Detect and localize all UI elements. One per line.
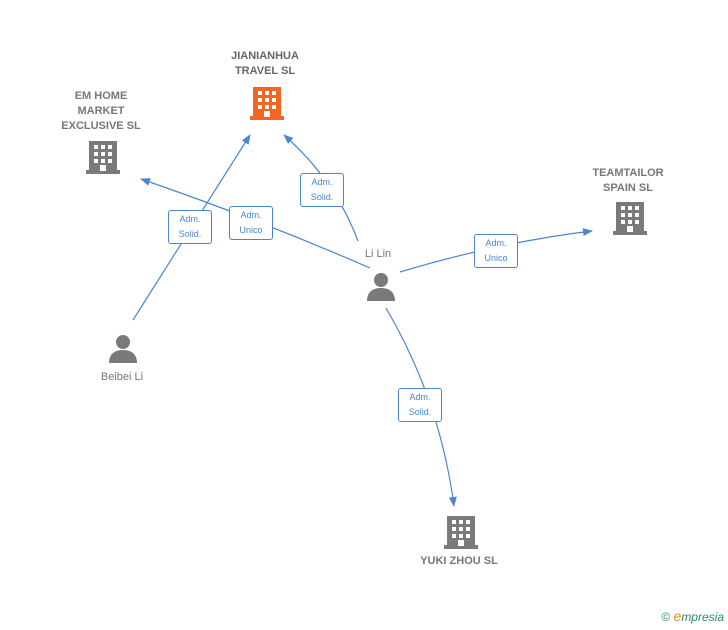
edge-label-lilin-em-home: Adm. Unico <box>229 206 273 240</box>
building-icon[interactable] <box>444 514 478 550</box>
brand-initial: e <box>673 608 682 624</box>
brand-logo: © empresia <box>661 608 724 624</box>
node-label-teamtailor[interactable]: TEAMTAILOR SPAIN SL <box>592 167 664 194</box>
edges-layer <box>132 134 593 507</box>
building-icon[interactable] <box>250 85 284 121</box>
person-icon[interactable] <box>108 334 138 364</box>
node-label-jianianhua[interactable]: JIANIANHUA TRAVEL SL <box>231 50 299 77</box>
node-label-yuki[interactable]: YUKI ZHOU SL <box>420 555 498 567</box>
building-icon[interactable] <box>613 200 647 236</box>
node-label-li-lin[interactable]: Li Lin <box>364 248 392 260</box>
edge-label-lilin-yuki: Adm. Solid. <box>398 388 442 422</box>
node-label-beibei[interactable]: Beibei Li <box>100 371 144 383</box>
building-icon[interactable] <box>86 139 120 175</box>
person-icon[interactable] <box>366 272 396 302</box>
copyright-symbol: © <box>661 610 671 624</box>
node-label-em-home[interactable]: EM HOME MARKET EXCLUSIVE SL <box>61 90 141 132</box>
brand-name: mpresia <box>681 610 724 624</box>
edge-label-lilin-teamtailor: Adm. Unico <box>474 234 518 268</box>
edge-label-beibei-jianianhua: Adm. Solid. <box>168 210 212 244</box>
edge-label-lilin-jianianhua: Adm. Solid. <box>300 173 344 207</box>
